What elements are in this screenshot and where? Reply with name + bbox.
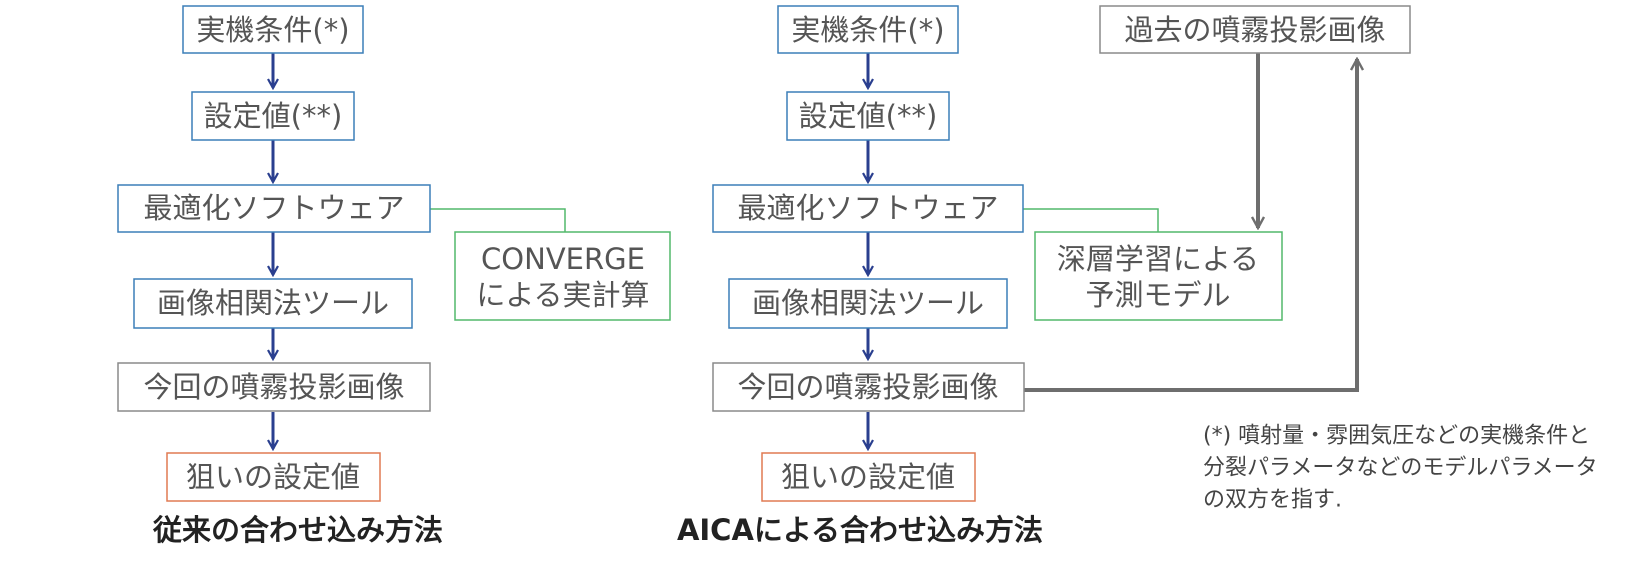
right-node-optimizer-label: 最適化ソフトウェア: [737, 191, 998, 225]
right-node-optimizer: 最適化ソフトウェア: [712, 184, 1024, 233]
right-node-image-tool: 画像相関法ツール: [728, 278, 1008, 329]
right-node-conditions: 実機条件(*): [777, 5, 959, 54]
right-side-node-line2: 予測モデル: [1085, 278, 1230, 312]
right-node-conditions-label: 実機条件(*): [791, 13, 944, 47]
left-node-image-tool-label: 画像相関法ツール: [157, 286, 389, 320]
footnote-line3: の双方を指す.: [1203, 488, 1342, 513]
left-node-conditions-label: 実機条件(*): [196, 13, 349, 47]
left-connector-optimizer-to-converge: [430, 208, 566, 232]
right-node-current-image-label: 今回の噴霧投影画像: [737, 370, 998, 404]
right-node-current-image: 今回の噴霧投影画像: [712, 362, 1025, 412]
left-side-node-line2: による実計算: [476, 278, 649, 312]
right-flow-caption: AICAによる合わせ込み方法: [677, 513, 1043, 547]
left-node-conditions: 実機条件(*): [182, 5, 364, 54]
left-side-node-converge: CONVERGE による実計算: [454, 231, 671, 321]
right-node-target-label: 狙いの設定値: [781, 460, 955, 494]
left-node-target-label: 狙いの設定値: [186, 460, 360, 494]
footnote-line1: (*) 噴射量・雰囲気圧などの実機条件と: [1203, 424, 1590, 449]
left-node-optimizer: 最適化ソフトウェア: [117, 184, 431, 233]
arrow-current-image-to-past-images: [1024, 59, 1357, 392]
footnote-line2: 分裂パラメータなどのモデルパラメータ: [1203, 456, 1598, 481]
left-flow-caption: 従来の合わせ込み方法: [152, 513, 443, 547]
right-node-image-tool-label: 画像相関法ツール: [752, 286, 984, 320]
right-side-node-line1: 深層学習による: [1057, 242, 1259, 276]
right-node-settings-label: 設定値(**): [799, 99, 938, 133]
right-connector-optimizer-to-model: [1023, 208, 1159, 232]
left-node-settings: 設定値(**): [191, 91, 355, 141]
past-images-label: 過去の噴霧投影画像: [1124, 13, 1385, 47]
right-node-target: 狙いの設定値: [761, 452, 976, 502]
left-flow: 実機条件(*) 設定値(**) 最適化ソフトウェア 画像相関法ツール 今回の噴霧…: [117, 5, 671, 547]
past-images-node: 過去の噴霧投影画像: [1099, 5, 1411, 54]
right-flow: 実機条件(*) 設定値(**) 最適化ソフトウェア 画像相関法ツール 今回の噴霧…: [677, 5, 1411, 547]
right-side-node-model: 深層学習による 予測モデル: [1034, 231, 1283, 321]
left-node-image-tool: 画像相関法ツール: [133, 278, 413, 329]
left-node-current-image: 今回の噴霧投影画像: [117, 362, 431, 412]
left-node-current-image-label: 今回の噴霧投影画像: [143, 370, 404, 404]
left-node-settings-label: 設定値(**): [204, 99, 343, 133]
left-side-node-line1: CONVERGE: [481, 242, 645, 276]
left-node-target: 狙いの設定値: [166, 452, 381, 502]
left-node-optimizer-label: 最適化ソフトウェア: [143, 191, 404, 225]
footnote: (*) 噴射量・雰囲気圧などの実機条件と 分裂パラメータなどのモデルパラメータ …: [1203, 424, 1598, 513]
right-node-settings: 設定値(**): [786, 91, 950, 141]
